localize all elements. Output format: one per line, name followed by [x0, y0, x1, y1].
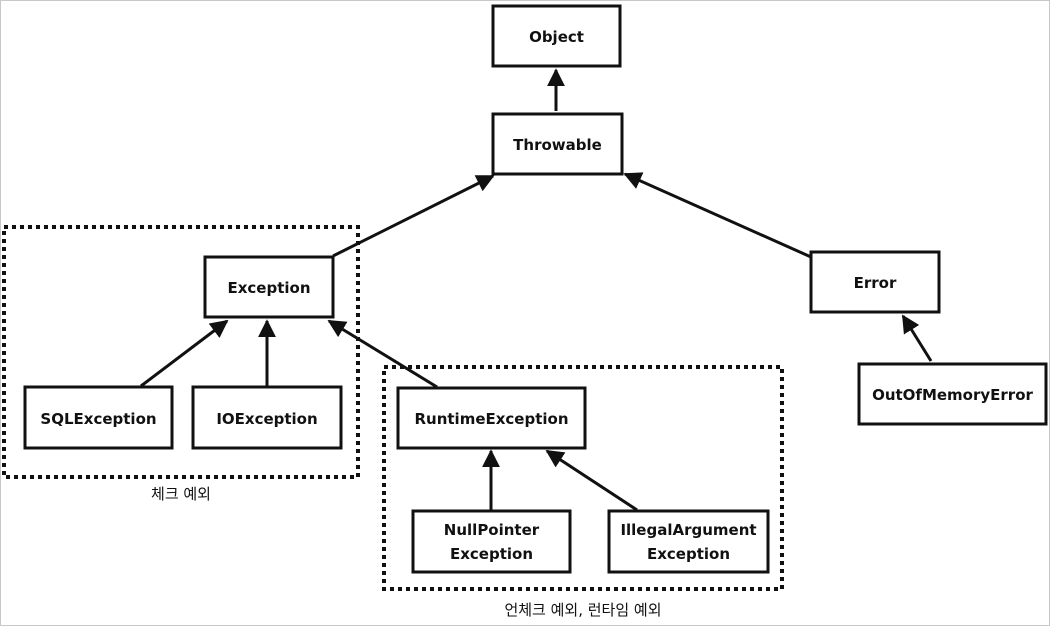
edge-error-to-throwable	[623, 172, 812, 259]
node-object: Object	[491, 4, 622, 68]
node-runtimeexception: RuntimeException	[396, 386, 587, 450]
node-ioexception: IOException	[191, 385, 343, 450]
node-nullpointer-exception: NullPointer Exception	[411, 509, 572, 574]
node-error: Error	[809, 250, 941, 314]
unchecked-exception-group	[382, 365, 784, 591]
node-throwable-label: Throwable	[513, 136, 602, 154]
node-runtimeexception-label: RuntimeException	[414, 410, 568, 428]
node-ioexception-label: IOException	[216, 410, 317, 428]
node-error-label: Error	[854, 274, 897, 292]
unchecked-exception-label: 언체크 예외, 런타임 예외	[504, 601, 661, 619]
node-illegalargument-exception: IllegalArgument Exception	[607, 509, 770, 574]
checked-exception-label: 체크 예외	[151, 485, 211, 503]
checked-exception-group	[2, 225, 360, 479]
inheritance-edges	[140, 68, 933, 512]
edge-exception-to-throwable	[332, 174, 495, 258]
node-sqlexception: SQLException	[23, 385, 174, 450]
edge-runtimeexception-to-exception	[327, 319, 438, 389]
node-exception: Exception	[203, 255, 335, 319]
node-exception-label: Exception	[227, 279, 310, 297]
node-outofmemoryerror: OutOfMemoryError	[857, 362, 1048, 426]
node-object-label: Object	[529, 28, 584, 46]
node-throwable: Throwable	[491, 112, 624, 176]
node-illegalargument-label-line2: Exception	[647, 545, 730, 563]
node-nullpointer-label-line1: NullPointer	[444, 521, 540, 539]
node-sqlexception-label: SQLException	[40, 410, 156, 428]
node-illegalargument-label-line1: IllegalArgument	[620, 521, 756, 539]
edge-illegalargument-to-runtimeexception	[545, 449, 638, 512]
node-outofmemoryerror-label: OutOfMemoryError	[872, 386, 1033, 404]
edge-sqlexception-to-exception	[140, 319, 229, 388]
edge-outofmemoryerror-to-error	[901, 314, 933, 362]
node-nullpointer-label-line2: Exception	[450, 545, 533, 563]
